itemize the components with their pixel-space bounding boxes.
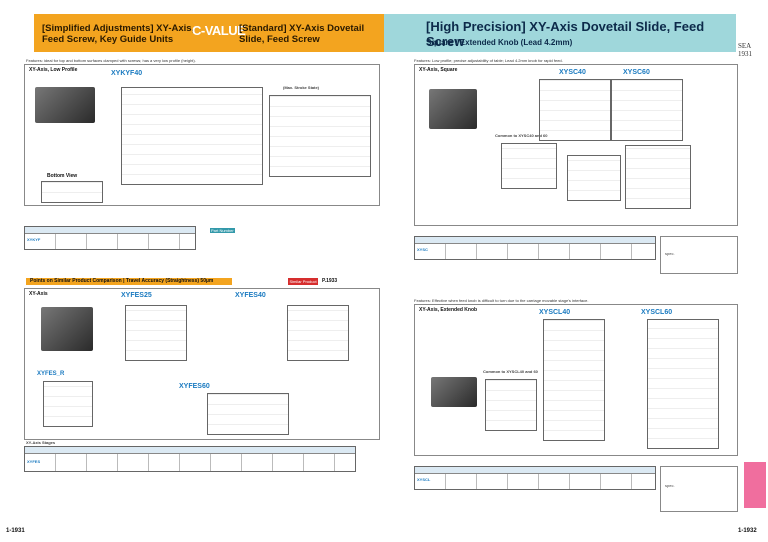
c-value-logo: C-VALUE: [192, 23, 246, 38]
product-photo: [35, 87, 95, 123]
stroke-drawing: [269, 95, 371, 177]
spec-box-top: spec.: [660, 236, 738, 274]
panel-title: XY-Axis, Square: [419, 67, 458, 73]
header-left-band: [Simplified Adjustments] XY-Axis, Feed S…: [34, 14, 384, 52]
usage-drawing: [43, 381, 93, 427]
panel-xy-axis: XY-Axis XYFES25 XYFES40 XYFES60 XYFES_R: [24, 288, 380, 440]
model-label-25: XYFES25: [121, 292, 152, 299]
banner-page-ref[interactable]: P.1933: [322, 278, 338, 284]
stroke-state-label: (Max. Stroke State): [283, 85, 320, 90]
product-photo: [431, 377, 477, 407]
table-low-profile: XYKYF: [24, 226, 196, 250]
drawing-common: [501, 143, 557, 189]
spec-box-bottom: spec.: [660, 466, 738, 512]
usage-model: XYFES_R: [37, 371, 65, 377]
model-label-60: XYSCL60: [641, 309, 673, 316]
drawing-40: [543, 319, 605, 441]
model-label-60: XYFES60: [179, 383, 210, 390]
header-left-subtitle: [Standard] XY-Axis Dovetail Slide, Feed …: [239, 23, 365, 45]
spec-label: spec.: [665, 251, 675, 256]
features-left: Features: ideal for top and bottom surfa…: [26, 58, 196, 63]
table-model: XYKYF: [27, 237, 41, 242]
header-left-title: [Simplified Adjustments] XY-Axis, Feed S…: [42, 23, 195, 45]
common-label: Common to XYSC40 and 60: [495, 133, 548, 138]
common-label: Common to XYSCL40 and 60: [483, 369, 538, 374]
panel-title: XY-Axis, Extended Knob: [419, 307, 478, 313]
panel-title: XY-Axis: [29, 291, 48, 297]
panel-title: XY-Axis, Low Profile: [29, 67, 78, 73]
model-label-60: XYSC60: [623, 69, 650, 76]
panel-xy-extended: XY-Axis, Extended Knob XYSCL40 XYSCL60 C…: [414, 304, 738, 456]
page-number-right: 1-1932: [738, 528, 757, 534]
table-model: XYSCL: [417, 477, 431, 482]
model-label-40: XYSC40: [559, 69, 586, 76]
page-number-left: 1-1931: [6, 528, 25, 534]
spec-tag: Part Number: [210, 228, 235, 233]
product-photo: [41, 307, 93, 351]
table-xy-axis: XYFES: [24, 446, 356, 472]
drawing-25: [125, 305, 187, 361]
table-model: XYSC: [417, 247, 428, 252]
drawing-60: [611, 79, 683, 141]
spec-label: spec.: [665, 483, 675, 488]
table-model: XYFES: [27, 459, 41, 464]
side-code: SEA 1931: [738, 42, 752, 58]
banner-text: Points on Similar Product Comparison | T…: [30, 278, 214, 284]
drawing-60: [207, 393, 289, 435]
dimension-drawing: [121, 87, 263, 185]
features-bottom-right: Features: Effective when feed knob is di…: [414, 298, 589, 303]
page-title: [High Precision] XY-Axis Dovetail Slide,…: [426, 19, 705, 49]
panel-xy-square: XY-Axis, Square XYSC40 XYSC60 Common to …: [414, 64, 738, 226]
table-square: XYSC: [414, 236, 656, 260]
model-label-40: XYSCL40: [539, 309, 571, 316]
panel-xy-low-profile: XY-Axis, Low Profile XYKYF40 Bottom View…: [24, 64, 380, 206]
comparison-banner: Points on Similar Product Comparison | T…: [26, 278, 232, 285]
drawing-40: [539, 79, 611, 141]
drawing-60: [647, 319, 719, 449]
model-label-40: XYFES40: [235, 292, 266, 299]
bottom-view-label: Bottom View: [47, 173, 78, 179]
drawing-side-40: [567, 155, 621, 201]
drawing-40: [287, 305, 349, 361]
page-subtitle: Square / Extended Knob (Lead 4.2mm): [426, 38, 573, 47]
index-tab[interactable]: [744, 462, 766, 508]
drawing-common: [485, 379, 537, 431]
bottom-view-drawing: [41, 181, 103, 203]
table-mid-label: XY-Axis Stages: [26, 440, 56, 445]
product-photo: [429, 89, 477, 129]
drawing-side-60: [625, 145, 691, 209]
similar-products-button[interactable]: Similar Product Pages: [288, 278, 318, 291]
header-right-band: [High Precision] XY-Axis Dovetail Slide,…: [384, 14, 736, 52]
features-right: Features: Low profile; precise adjustabi…: [414, 58, 563, 63]
table-extended: XYSCL: [414, 466, 656, 490]
model-label: XYKYF40: [111, 70, 143, 77]
